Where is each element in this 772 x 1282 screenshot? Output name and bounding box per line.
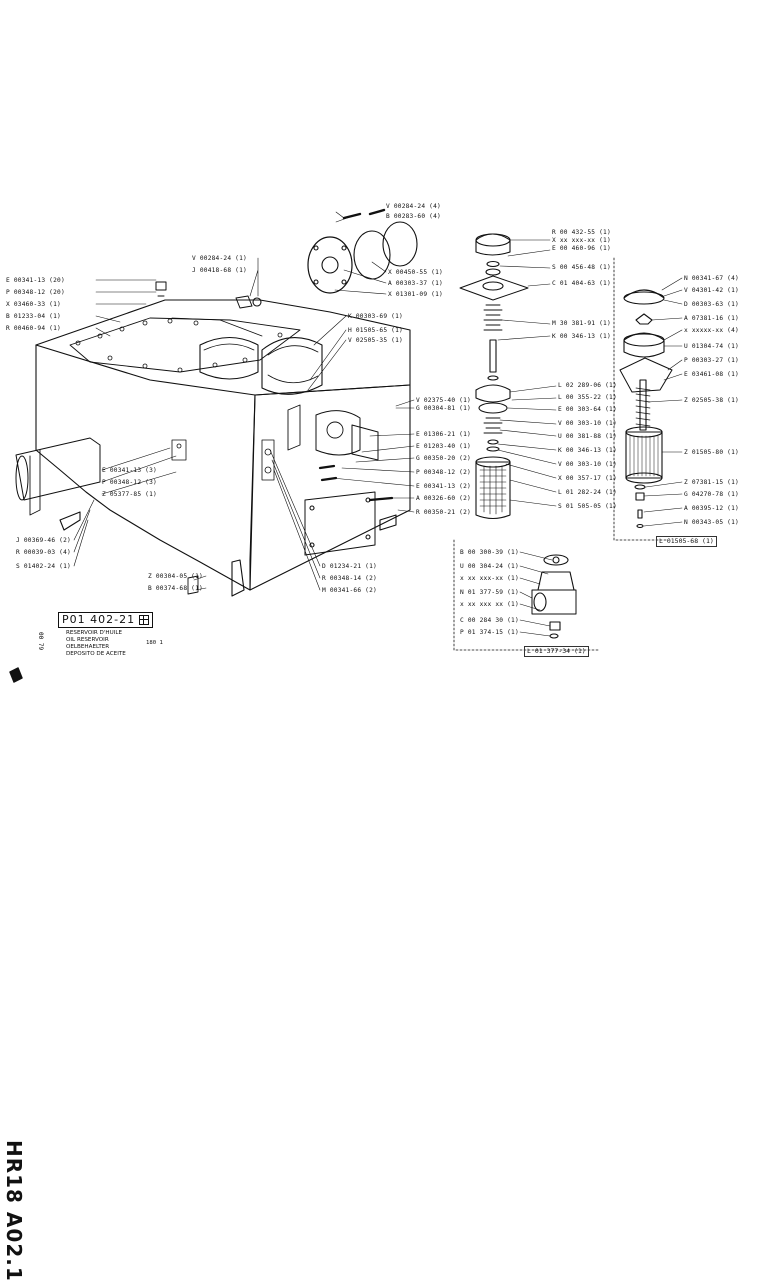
filter-column	[459, 233, 529, 520]
label-valve-3: x xx xxx-xx (1)	[460, 575, 519, 582]
label-col-2: X xx xxx-xx (1)	[552, 237, 611, 244]
label-right-5: x xxxxx-xx (4)	[684, 327, 739, 334]
label-col-17: S 01 505-05 (1)	[558, 503, 617, 510]
label-top-9: H 01505-65 (1)	[348, 327, 403, 334]
label-col-16: L 01 282-24 (1)	[558, 489, 617, 496]
label-tank-3: X 03460-33 (1)	[6, 301, 61, 308]
label-col-13: K 00 346-13 (1)	[558, 447, 617, 454]
label-right-8: E 03461-08 (1)	[684, 371, 739, 378]
label-top-1: V 00284-24 (1)	[192, 255, 247, 262]
label-tank-14: D 01234-21 (1)	[322, 563, 377, 570]
label-col-7: K 00 346-13 (1)	[552, 333, 611, 340]
label-valve-7: P 01 374-15 (1)	[460, 629, 519, 636]
label-tank-8: Z 05377-85 (1)	[102, 491, 157, 498]
label-right-2: V 04301-42 (1)	[684, 287, 739, 294]
drawing	[9, 208, 683, 683]
label-tank-1: E 00341-13 (20)	[6, 277, 65, 284]
label-right-1: N 00341-67 (4)	[684, 275, 739, 282]
label-tank-10: R 00039-03 (4)	[16, 549, 71, 556]
label-filter-2: G 00304-81 (1)	[416, 405, 471, 412]
label-col-12: U 00 381-88 (1)	[558, 433, 617, 440]
label-filter-1: V 02375-40 (1)	[416, 397, 471, 404]
label-tank-4: B 01233-04 (1)	[6, 313, 61, 320]
description-en: OIL RESERVOIR	[66, 637, 109, 643]
right-assembly	[613, 257, 673, 541]
label-top-10: V 02505-35 (1)	[348, 337, 403, 344]
description-es: DEPOSITO DE ACEITE	[66, 651, 126, 657]
label-tank-5: R 00460-94 (1)	[6, 325, 61, 332]
label-col-8: L 02 289-06 (1)	[558, 382, 617, 389]
quantity: 180 1	[146, 640, 163, 646]
label-filter-8: A 00326-60 (2)	[416, 495, 471, 502]
description-fr: RESERVOIR D'HUILE	[66, 630, 122, 636]
label-col-4: S 00 456-48 (1)	[552, 264, 611, 271]
label-right-10: Z 01505-80 (1)	[684, 449, 739, 456]
parts-diagram: E 00341-13 (20) P 00348-12 (20) X 03460-…	[2, 203, 739, 1282]
label-col-14: V 00 303-10 (1)	[558, 461, 617, 468]
sheet-id-block: HR18 A02.1	[2, 570, 32, 1282]
label-col-10: E 00 303-64 (1)	[558, 406, 617, 413]
label-top-6: A 00303-37 (1)	[388, 280, 443, 287]
label-right-7: P 00303-27 (1)	[684, 357, 739, 364]
label-col-11: V 00 303-10 (1)	[558, 420, 617, 427]
label-right-12: G 04270-78 (1)	[684, 491, 739, 498]
label-top-4: B 00283-60 (4)	[386, 213, 441, 220]
label-valve-6: C 00 284 30 (1)	[460, 617, 519, 624]
label-col-6: M 30 381-91 (1)	[552, 320, 611, 327]
label-right-11: Z 07381-15 (1)	[684, 479, 739, 486]
label-right-4: A 07381-16 (1)	[684, 315, 739, 322]
valve-box-label: L 01 377-34 (1)	[524, 646, 589, 657]
label-valve-1: B 00 300-39 (1)	[460, 549, 519, 556]
label-filter-4: E 01203-40 (1)	[416, 443, 471, 450]
label-tank-9: J 00369-46 (2)	[16, 537, 71, 544]
label-filter-3: E 01306-21 (1)	[416, 431, 471, 438]
label-filter-6: P 00348-12 (2)	[416, 469, 471, 476]
label-top-2: J 00418-68 (1)	[192, 267, 247, 274]
oil-tank	[15, 299, 411, 597]
label-top-5: X 00450-55 (1)	[388, 269, 443, 276]
sheet-id: HR18 A02.1	[2, 1140, 26, 1282]
label-valve-5: x xx xxx xx (1)	[460, 601, 519, 608]
label-top-7: X 01301-09 (1)	[388, 291, 443, 298]
label-col-9: L 00 355-22 (1)	[558, 394, 617, 401]
label-filter-7: E 00341-13 (2)	[416, 483, 471, 490]
label-col-1: R 00 432-55 (1)	[552, 229, 611, 236]
label-col-15: X 00 357-17 (1)	[558, 475, 617, 482]
label-tank-16: M 00341-66 (2)	[322, 587, 377, 594]
description-de: OELBEHAELTER	[66, 644, 110, 650]
label-tank-13: B 00374-68 (1)	[148, 585, 203, 592]
leader-lines	[73, 211, 683, 637]
label-right-6: U 01304-74 (1)	[684, 343, 739, 350]
part-number-box: P01 402-21	[58, 612, 154, 628]
label-valve-4: N 01 377-59 (1)	[460, 589, 519, 596]
label-right-3: D 00303-63 (1)	[684, 301, 739, 308]
label-filter-9: R 00350-21 (2)	[416, 509, 471, 516]
bleed-mark	[9, 667, 23, 683]
label-tank-2: P 00348-12 (20)	[6, 289, 65, 296]
label-tank-7: P 00348-12 (3)	[102, 479, 157, 486]
grid-symbol-icon	[139, 615, 150, 625]
label-col-5: C 01 404-63 (1)	[552, 280, 611, 287]
label-right-14: N 00343-05 (1)	[684, 519, 739, 526]
label-filter-5: G 00350-20 (2)	[416, 455, 471, 462]
label-right-13: A 00395-12 (1)	[684, 505, 739, 512]
label-tank-12: Z 00304-05 (1)	[148, 573, 203, 580]
label-tank-11: S 01402-24 (1)	[16, 563, 71, 570]
part-number: P01 402-21	[62, 613, 136, 626]
side-mark: 00 79	[37, 632, 44, 651]
label-top-3: V 00284-24 (4)	[386, 203, 441, 210]
label-tank-15: R 00348-14 (2)	[322, 575, 377, 582]
label-col-3: E 00 460-96 (1)	[552, 245, 611, 252]
label-top-8: K 00303-69 (1)	[348, 313, 403, 320]
label-tank-6: E 00341-13 (3)	[102, 467, 157, 474]
right-box-label: L 01505-68 (1)	[656, 536, 717, 547]
label-valve-2: U 00 304-24 (1)	[460, 563, 519, 570]
label-right-9: Z 02505-38 (1)	[684, 397, 739, 404]
